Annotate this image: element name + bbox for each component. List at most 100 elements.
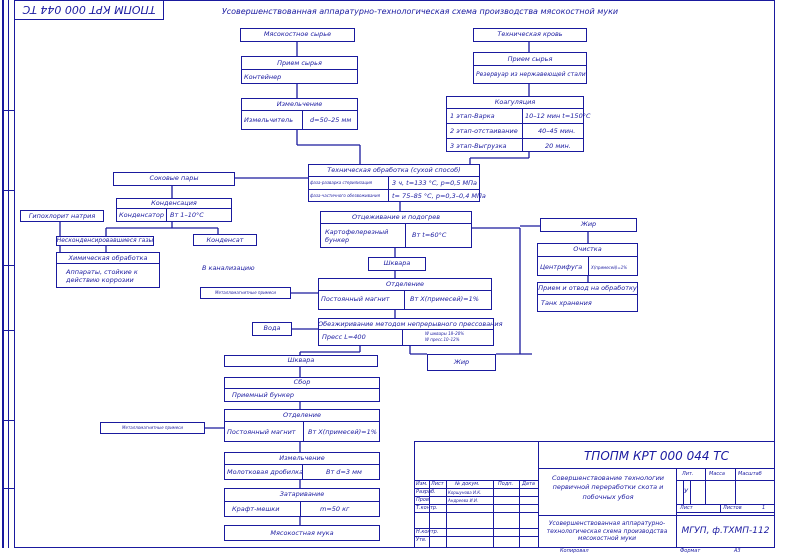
grinding-box: [241, 98, 358, 130]
coagulation-box: [446, 96, 584, 152]
final-product-box: [224, 525, 380, 541]
tb-name-developer: Коршунова И.К.: [448, 490, 482, 495]
impurities-1-box: [200, 287, 291, 299]
collection-box: [224, 377, 380, 402]
tb-sheet-v: [720, 504, 721, 512]
packing-box: [224, 488, 380, 517]
shkvara-1-box: [368, 257, 426, 271]
tb-role-ncontrol: Н.контр.: [416, 529, 439, 535]
fat-label: Жир: [580, 220, 597, 228]
tb-sheets-value: 1: [762, 505, 766, 511]
tb-grid-v: [429, 480, 430, 548]
thermal-row-divider: [308, 189, 480, 190]
coagulation-divider: [446, 108, 584, 109]
cleaning-box: [537, 243, 638, 276]
thermal-row1-value: 3 ч, t=133 °C, р=0,5 МПа: [392, 179, 478, 187]
separation-1-equipment: Постоянный магнит: [321, 295, 390, 303]
press-heating-box: [320, 211, 472, 248]
condensation-box: [116, 198, 232, 222]
tb-lit-h: [676, 504, 775, 505]
thermal-row2-value: t= 75–85 °C, р=0,3–0,4 МПа: [392, 192, 486, 200]
tb-h1: [538, 468, 775, 470]
grinding-2-title: Измельчение: [279, 454, 325, 462]
tb-copied: Копировал: [560, 548, 589, 554]
shkvara-2-label: Шквара: [287, 356, 315, 364]
coagulation-stage-1: 1 этап-Варка: [450, 112, 495, 120]
strip-tick: [2, 190, 14, 191]
tb-organization: МГУП, ф.ТХМП-112: [681, 526, 770, 536]
grinding-2-parameter: Вт d=3 мм: [326, 468, 362, 476]
separation-2-equipment: Постоянный магнит: [227, 428, 296, 436]
collection-divider: [224, 388, 380, 389]
impurities-2-label: Металломагнитные примеси: [122, 425, 183, 430]
fat-storage-equipment: Танк хранения: [541, 299, 592, 307]
press-heating-divider: [320, 223, 472, 224]
tb-scale-label: Масштаб: [738, 471, 762, 477]
tb-header-sheet: Лист: [431, 481, 444, 487]
fat-storage-box: [537, 282, 638, 312]
coagulation-stage-2: 2 этап-отстаивание: [450, 127, 518, 135]
thermal-divider: [308, 176, 480, 177]
tb-lit-h: [676, 480, 775, 481]
sewer-label: В канализацию: [202, 264, 255, 272]
shkvara-1-label: Шквара: [383, 259, 411, 267]
press-heating-col-divider: [405, 223, 406, 248]
impurities-2-box: [100, 422, 205, 434]
tb-grid-v: [519, 480, 520, 548]
tb-role-approved: Утв.: [416, 537, 427, 543]
tb-role-tcontrol: Т.контр.: [416, 505, 438, 511]
separation-2-col-divider: [303, 421, 304, 442]
degreasing-box: [318, 318, 494, 346]
grinding-title: Измельчение: [276, 100, 323, 108]
tb-sheet-label: Лист: [680, 505, 693, 511]
packing-equipment: Крафт-мешки: [232, 505, 280, 513]
degreasing-col-divider: [402, 329, 403, 346]
condensation-equipment: Конденсатор: [119, 211, 165, 219]
tb-grid-h: [414, 512, 538, 513]
grinding-parameter: d=50–25 мм: [310, 116, 352, 124]
noncondensable-box: [56, 236, 154, 246]
thermal-title: Техническая обработка (сухой способ): [327, 166, 461, 174]
grinding-col-divider: [302, 110, 303, 130]
left-border-line: [2, 0, 4, 548]
degreasing-param-1: W шквары 18–20%: [425, 331, 465, 336]
coagulation-col-divider: [522, 108, 523, 152]
water-label: Вода: [263, 324, 281, 332]
coagulation-title: Коагуляция: [494, 98, 536, 106]
press-heating-equipment: Картофелерезный бункер: [325, 228, 389, 245]
tb-lit-v: [735, 468, 736, 504]
condensate-box: [193, 234, 257, 246]
coagulation-value-2: 40–45 мин.: [538, 127, 576, 135]
separation-2-box: [224, 409, 380, 442]
condensate-label: Конденсат: [206, 236, 244, 244]
receive-raw-equipment: Контейнер: [244, 73, 282, 81]
separation-1-title: Отделение: [385, 280, 425, 288]
coagulation-value-3: 20 мин.: [545, 142, 571, 150]
cleaning-col-divider: [588, 256, 589, 276]
condensation-col-divider: [166, 208, 167, 222]
degreasing-title: Обезжиривание методом непрерывного пресс…: [318, 320, 503, 328]
chemical-treatment-box: [56, 252, 160, 288]
tb-name-checker: Андреева И.И.: [448, 498, 479, 503]
receive-blood-box: [473, 52, 587, 84]
impurities-1-label: Металломагнитные примеси: [215, 290, 276, 295]
left-strip-line: [8, 0, 9, 548]
title-block: [414, 441, 775, 548]
coagulation-value-1: 10–12 мин t=150°C: [525, 112, 591, 120]
tb-lit-h: [676, 512, 775, 513]
coagulation-row-divider: [446, 138, 584, 139]
tb-lit-v: [705, 468, 706, 504]
cleaning-divider: [537, 256, 638, 257]
packing-title: Затаривание: [279, 490, 325, 498]
juice-steam-box: [113, 172, 235, 186]
tb-sheets-label: Листов: [723, 505, 742, 511]
receive-blood-title: Прием сырья: [507, 55, 553, 63]
diagram-title: Усовершенствованная аппаратурно-технолог…: [221, 7, 619, 16]
water-box: [252, 322, 292, 336]
strip-tick: [2, 420, 14, 421]
tb-grid-v: [446, 480, 447, 548]
side-stamp-box: [14, 0, 164, 20]
thermal-col-divider: [388, 176, 389, 202]
tb-mass-label: Масса: [709, 471, 725, 477]
